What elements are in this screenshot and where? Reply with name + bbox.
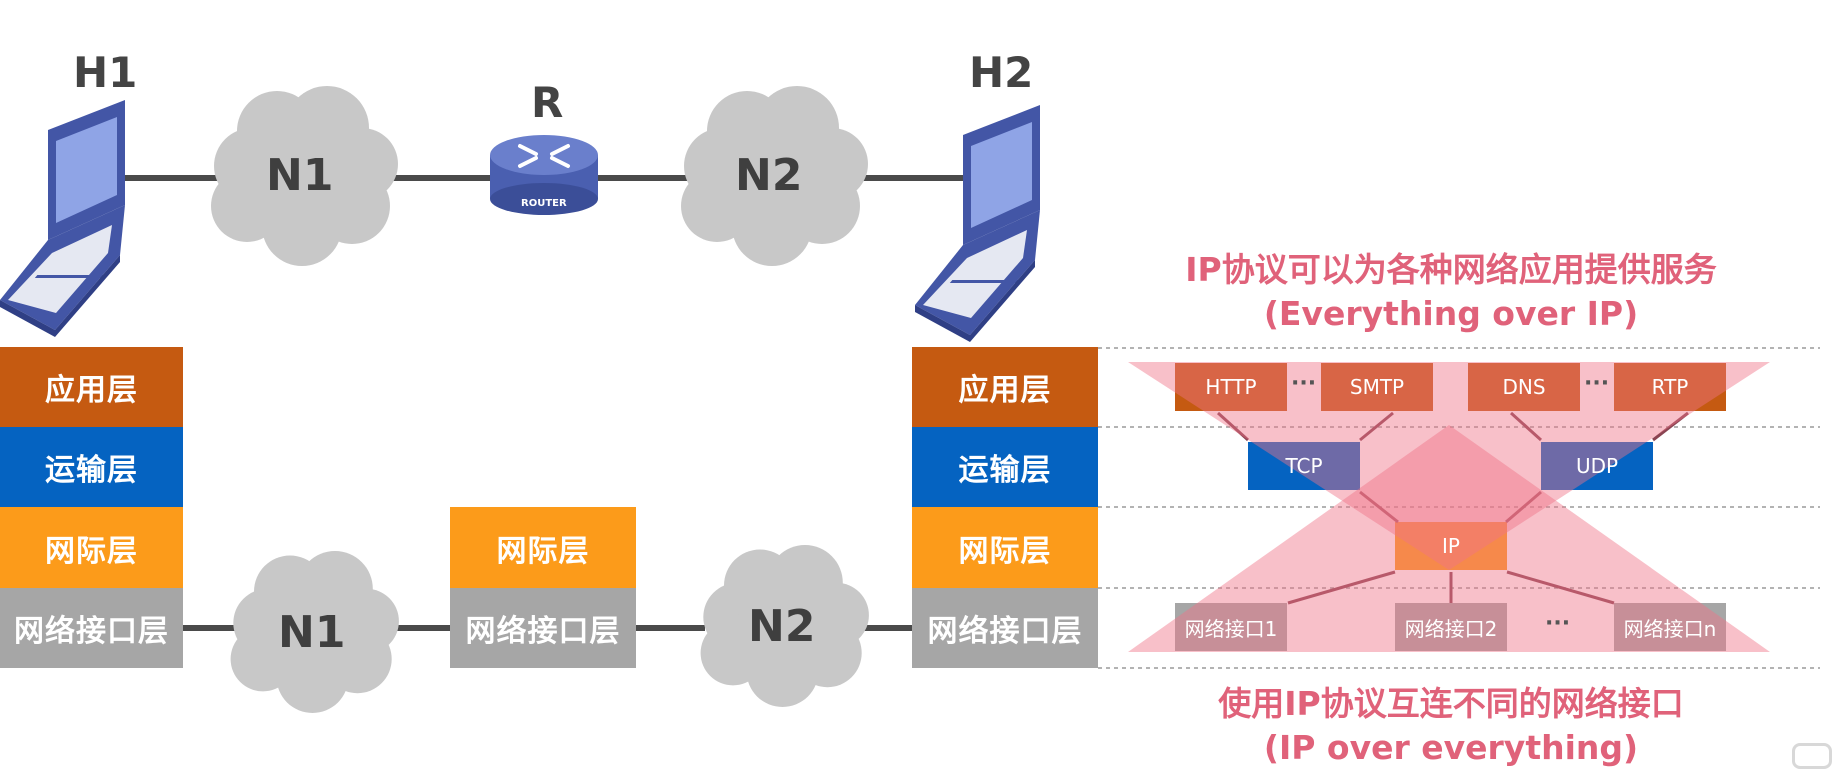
proto-tcp: TCP [1285, 454, 1323, 478]
host2-internet-layer: 网际层 [912, 507, 1098, 588]
ellipsis-app-left: ··· [1291, 371, 1317, 396]
router-badge: ROUTER [521, 198, 567, 209]
network-n1-label: N1 [266, 150, 334, 201]
host1-application-layer: 应用层 [0, 347, 183, 427]
top-caption: IP协议可以为各种网络应用提供服务 (Everything over IP) [1131, 248, 1771, 336]
router-interface-layer: 网络接口层 [450, 588, 636, 668]
top-caption-line1: IP协议可以为各种网络应用提供服务 [1185, 250, 1717, 289]
network-n2-label: N2 [735, 150, 803, 201]
bottom-caption: 使用IP协议互连不同的网络接口 (IP over everything) [1131, 682, 1771, 770]
proto-rtp: RTP [1651, 375, 1689, 399]
proto-interface-1: 网络接口1 [1184, 616, 1278, 641]
host-h1-label: H1 [73, 48, 138, 97]
host1-internet-layer: 网际层 [0, 507, 183, 588]
triangle-ip-over-everything [1128, 425, 1770, 652]
proto-udp: UDP [1575, 454, 1619, 478]
ellipsis-interface: ··· [1545, 611, 1571, 636]
network-n1-bottom-label: N1 [278, 607, 346, 658]
proto-dns: DNS [1502, 375, 1546, 399]
router-label: R [531, 78, 564, 127]
host1-interface-layer: 网络接口层 [0, 588, 183, 668]
protocol-arrows [1216, 411, 1689, 605]
top-caption-line2: (Everything over IP) [1263, 294, 1639, 333]
network-n2-bottom-label: N2 [748, 601, 816, 652]
bottom-caption-line2: (IP over everything) [1263, 728, 1639, 767]
proto-ip: IP [1442, 534, 1460, 558]
protocol-boxes [1175, 363, 1726, 651]
triangle-everything-over-ip [1128, 362, 1770, 570]
proto-smtp: SMTP [1349, 375, 1405, 399]
host2-interface-layer: 网络接口层 [912, 588, 1098, 668]
proto-interface-2: 网络接口2 [1404, 616, 1498, 641]
host2-transport-layer: 运输层 [912, 427, 1098, 507]
router-internet-layer: 网际层 [450, 507, 636, 588]
layer-guides [1098, 347, 1820, 669]
proto-interface-n: 网络接口n [1623, 616, 1717, 641]
video-watermark-icon [1792, 743, 1832, 769]
bottom-caption-line1: 使用IP协议互连不同的网络接口 [1218, 684, 1684, 723]
ellipsis-app-right: ··· [1584, 371, 1610, 396]
host1-transport-layer: 运输层 [0, 427, 183, 507]
host2-application-layer: 应用层 [912, 347, 1098, 427]
proto-http: HTTP [1205, 375, 1257, 399]
host-h2-label: H2 [969, 48, 1034, 97]
router-icon [490, 135, 598, 215]
